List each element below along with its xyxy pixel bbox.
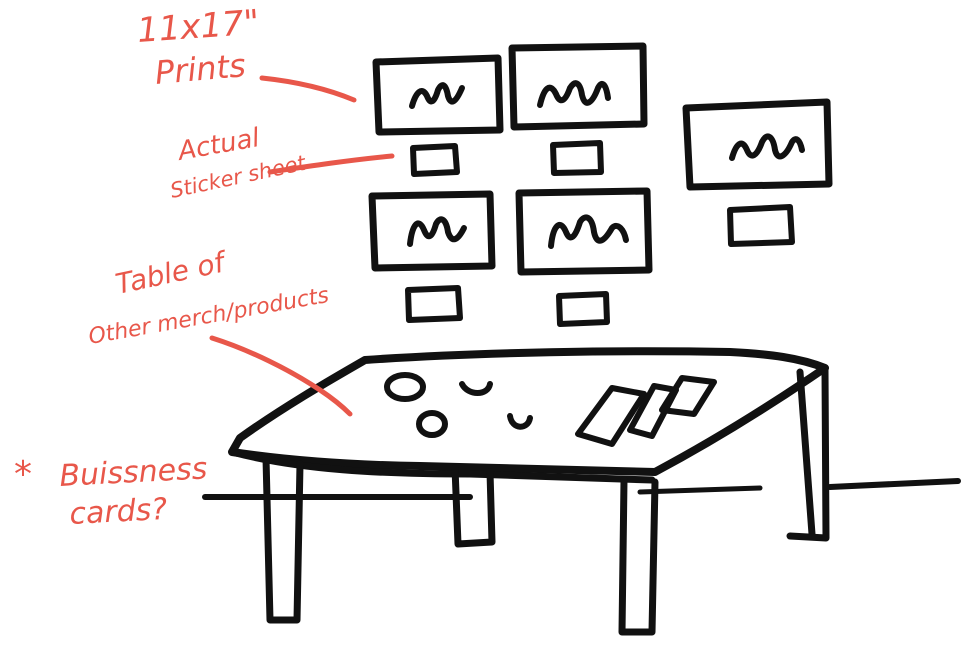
floor-line: [205, 481, 958, 497]
sticker-label-line1: Actual: [174, 123, 263, 167]
table-merch-items: [387, 375, 530, 435]
sticker-sheet-annotation: Actual Sticker sheet: [168, 123, 392, 203]
asterisk-icon: *: [14, 454, 32, 495]
sticker-sheet: [730, 207, 792, 244]
sticker-sheet: [413, 146, 457, 174]
business-cards: [578, 378, 714, 444]
cards-label-line1: Buissness: [59, 451, 209, 494]
print-frame: [686, 102, 829, 187]
print-wall: [372, 46, 829, 324]
sticker-sheet: [553, 143, 601, 173]
prints-pointer-line: [262, 78, 354, 100]
print-frame: [372, 194, 492, 268]
cards-label-line2: cards?: [69, 492, 169, 532]
prints-label: Prints: [153, 46, 247, 92]
table-pointer-line: [212, 338, 350, 414]
business-cards-annotation: * Buissness cards?: [14, 451, 208, 532]
print-frame: [376, 58, 500, 132]
prints-size-label: 11x17": [136, 3, 261, 51]
prints-annotation: 11x17" Prints: [136, 3, 354, 100]
print-frame: [519, 191, 649, 272]
sticker-sheet: [408, 288, 460, 320]
print-frame: [512, 46, 644, 127]
table-label-line1: Table of: [113, 245, 231, 301]
sticker-sheet: [559, 294, 607, 324]
